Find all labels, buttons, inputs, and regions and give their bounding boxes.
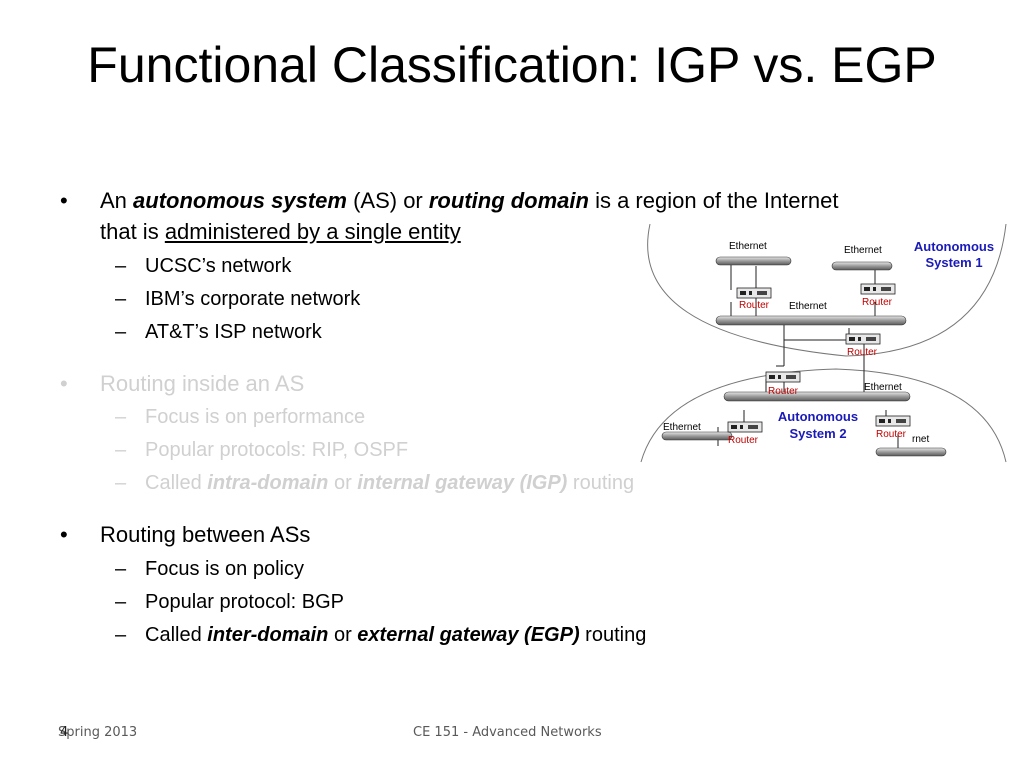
bullet-autonomous-system: • An autonomous system (AS) or routing d… — [60, 187, 839, 215]
text: or — [328, 472, 358, 494]
bullet-autonomous-system-cont: that is administered by a single entity — [100, 218, 461, 246]
as1-label-line2: System 1 — [925, 255, 982, 270]
router-icon — [860, 283, 896, 295]
ethernet-label: Ethernet — [729, 241, 767, 252]
sub-bullet-egp: – Called inter-domain or external gatewa… — [115, 622, 647, 648]
sub-bullet-text: IBM’s corporate network — [145, 288, 361, 310]
sub-bullet-text: AT&T’s ISP network — [145, 321, 322, 343]
text: Routing inside an AS — [100, 371, 305, 396]
sub-bullet-text: Focus is on performance — [145, 406, 366, 428]
sub-bullet-att: – AT&T’s ISP network — [115, 319, 322, 345]
router-label: Router — [847, 347, 878, 358]
text: Routing between ASs — [100, 522, 311, 547]
as2-boundary — [640, 368, 1007, 463]
footer-course: CE 151 - Advanced Networks — [413, 725, 602, 740]
router-icon — [875, 415, 911, 427]
ethernet-segment — [723, 391, 911, 402]
text: routing — [567, 472, 635, 494]
slide-body: • An autonomous system (AS) or routing d… — [60, 187, 839, 648]
dash-marker: – — [115, 439, 127, 461]
as2-label-line1: Autonomous — [778, 409, 858, 424]
sub-bullet-text: Focus is on policy — [145, 558, 304, 580]
bullet-routing-inside-as: • Routing inside an AS — [60, 370, 305, 398]
dash-marker: – — [115, 288, 127, 310]
dash-marker: – — [115, 472, 127, 494]
term-egp: external gateway (EGP) — [357, 624, 580, 646]
footer-date: Spring 2013 — [58, 725, 138, 740]
bullet-marker: • — [60, 522, 68, 547]
ethernet-segment — [715, 315, 907, 326]
router-label: Router — [728, 435, 759, 446]
text: An — [100, 188, 134, 213]
sub-bullet-ucsc: – UCSC’s network — [115, 253, 292, 279]
text: routing — [579, 624, 647, 646]
dash-marker: – — [115, 406, 127, 428]
sub-bullet-text: Popular protocols: RIP, OSPF — [145, 439, 409, 461]
text: that is — [100, 219, 165, 244]
network-diagram: Ethernet Ethernet Ethernet Ethernet Ethe… — [640, 224, 1007, 463]
text: Called — [145, 624, 208, 646]
ethernet-segment — [715, 256, 792, 266]
ethernet-label: Ethernet — [864, 382, 902, 393]
ethernet-segment — [875, 447, 947, 457]
as1-label-line1: Autonomous — [914, 239, 994, 254]
router-label: Router — [862, 297, 893, 308]
dash-marker: – — [115, 321, 127, 343]
footer-page-number: 4 — [60, 725, 69, 740]
dash-marker: – — [115, 255, 127, 277]
sub-bullet-igp: – Called intra-domain or internal gatewa… — [115, 470, 635, 496]
underlined-phrase: administered by a single entity — [164, 219, 461, 244]
ethernet-label: Ethernet — [789, 301, 827, 312]
term-autonomous-system: autonomous system — [133, 188, 347, 213]
sub-bullet-rip-ospf: – Popular protocols: RIP, OSPF — [115, 437, 409, 463]
bullet-marker: • — [60, 188, 68, 213]
sub-bullet-performance: – Focus is on performance — [115, 404, 366, 430]
router-label: Router — [876, 429, 907, 440]
bullet-marker: • — [60, 371, 68, 396]
dash-marker: – — [115, 624, 127, 646]
ethernet-segments — [661, 256, 947, 457]
router-icon — [845, 333, 881, 345]
routers — [727, 283, 911, 433]
router-icon — [736, 287, 772, 299]
slide-title: Functional Classification: IGP vs. EGP — [87, 37, 937, 93]
dash-marker: – — [115, 558, 127, 580]
ethernet-label: Ethernet — [844, 245, 882, 256]
term-intra-domain: intra-domain — [207, 472, 329, 494]
sub-bullet-ibm: – IBM’s corporate network — [115, 286, 361, 312]
ethernet-segment — [661, 431, 733, 441]
text: is a region of the Internet — [588, 188, 839, 213]
router-icon — [765, 371, 801, 383]
sub-bullet-policy: – Focus is on policy — [115, 556, 304, 582]
as2-label-line2: System 2 — [789, 426, 846, 441]
ethernet-segment — [831, 261, 893, 271]
ethernet-label-partial: rnet — [912, 434, 929, 445]
as1-boundary — [647, 224, 1007, 357]
dash-marker: – — [115, 591, 127, 613]
term-routing-domain: routing domain — [428, 188, 589, 213]
ethernet-label: Ethernet — [663, 422, 701, 433]
router-label: Router — [768, 386, 799, 397]
text: (AS) or — [346, 188, 429, 213]
text: or — [328, 624, 358, 646]
term-igp: internal gateway (IGP) — [357, 472, 568, 494]
bullet-routing-between-ass: • Routing between ASs — [60, 521, 311, 549]
router-icon — [727, 421, 763, 433]
router-label: Router — [739, 300, 770, 311]
term-inter-domain: inter-domain — [207, 624, 329, 646]
sub-bullet-text: Popular protocol: BGP — [145, 591, 344, 613]
text: Called — [145, 472, 208, 494]
sub-bullet-text: UCSC’s network — [145, 255, 292, 277]
sub-bullet-bgp: – Popular protocol: BGP — [115, 589, 344, 615]
links — [717, 261, 899, 452]
